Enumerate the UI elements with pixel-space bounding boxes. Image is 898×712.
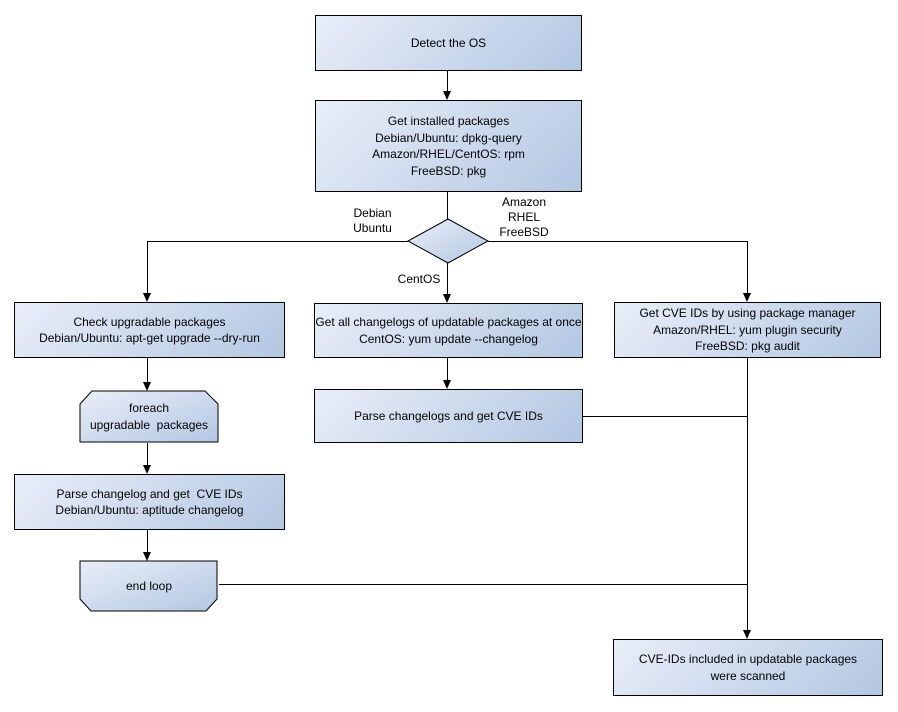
node-get-all-changelogs-label: Get all changelogs of updatable packages… [315, 315, 582, 346]
decision-diamond-shape [407, 218, 489, 264]
edge-detect-to-install [447, 71, 448, 92]
edge-decision-centos-vertical [447, 263, 448, 294]
edge-check-to-foreach [147, 358, 148, 382]
edge-label-centos: CentOS [397, 272, 441, 286]
node-parse-changelog: Parse changelog and get CVE IDs Debian/U… [14, 474, 285, 530]
arrowhead-into-end-loop [143, 552, 151, 561]
node-check-upgradable-packages-label: Check upgradable packages Debian/Ubuntu:… [39, 314, 260, 346]
edge-join-to-result [747, 358, 748, 630]
node-foreach-loop: foreach upgradable packages [79, 390, 219, 443]
edge-decision-right-horizontal [488, 241, 748, 242]
node-parse-changelog-label: Parse changelog and get CVE IDs Debian/U… [55, 486, 244, 518]
arrowhead-into-get-cve-ids [743, 293, 751, 302]
edge-decision-left-vertical [147, 241, 148, 293]
arrowhead-into-install [443, 91, 451, 100]
arrowhead-into-parse-changelog [143, 465, 151, 474]
node-end-loop-label: end loop [125, 578, 173, 593]
node-scan-result-label: CVE-IDs included in updatable packages w… [638, 652, 858, 683]
edge-decision-left-horizontal [148, 241, 408, 242]
edge-label-debian-ubuntu: Debian Ubuntu [353, 206, 392, 235]
edge-parse-to-endloop [147, 530, 148, 552]
arrowhead-into-get-all-changelogs [443, 294, 451, 303]
edge-changelogs-to-parse [447, 358, 448, 380]
edge-label-amazon-rhel-freebsd: Amazon RHEL FreeBSD [499, 195, 549, 239]
edge-parsechangelogs-to-join [583, 416, 748, 417]
node-get-all-changelogs: Get all changelogs of updatable packages… [314, 303, 583, 358]
node-foreach-loop-label: foreach upgradable packages [89, 401, 209, 432]
node-get-cve-ids: Get CVE IDs by using package manager Ama… [614, 302, 881, 358]
end-loop-shape [79, 560, 218, 612]
node-detect-os-label: Detect the OS [410, 35, 487, 50]
arrowhead-into-foreach [143, 382, 151, 391]
node-parse-changelogs-label: Parse changelogs and get CVE IDs [354, 408, 543, 423]
arrowhead-into-parse-changelogs [443, 380, 451, 389]
node-check-upgradable-packages: Check upgradable packages Debian/Ubuntu:… [14, 302, 285, 358]
node-get-cve-ids-label: Get CVE IDs by using package manager Ama… [639, 306, 856, 354]
node-get-installed-packages: Get installed packages Debian/Ubuntu: dp… [315, 100, 582, 192]
edge-endloop-to-join [219, 584, 748, 585]
node-os-decision [407, 218, 489, 264]
arrowhead-into-result [743, 630, 751, 639]
foreach-loop-shape [79, 390, 219, 443]
edge-decision-right-vertical [747, 241, 748, 293]
node-parse-changelogs: Parse changelogs and get CVE IDs [314, 389, 583, 443]
node-get-installed-packages-label: Get installed packages Debian/Ubuntu: dp… [372, 114, 525, 178]
node-end-loop: end loop [79, 560, 219, 612]
edge-install-to-decision [447, 192, 448, 219]
node-scan-result: CVE-IDs included in updatable packages w… [613, 639, 883, 696]
edge-foreach-to-parse [147, 443, 148, 466]
node-detect-os: Detect the OS [315, 15, 582, 71]
arrowhead-into-check-upgradable [143, 293, 151, 302]
